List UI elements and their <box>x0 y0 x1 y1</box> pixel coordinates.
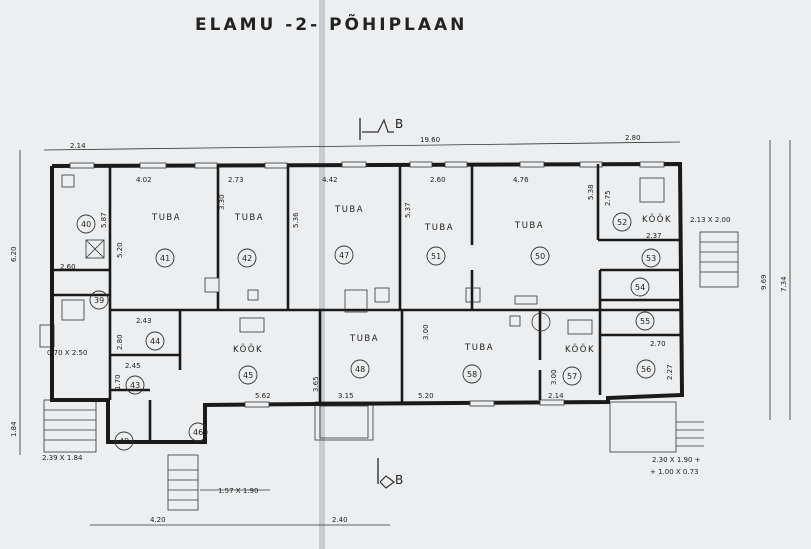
room-number-54: 54 <box>635 283 645 292</box>
room-number-49: 49 <box>119 437 129 446</box>
room-number-42: 42 <box>242 254 252 263</box>
dim-536: 5.36 <box>292 212 300 228</box>
dim-300: 3.00 <box>550 369 558 385</box>
room-number-52: 52 <box>617 218 627 227</box>
dim-stair-left: 2.39 X 1.84 <box>42 454 83 462</box>
dim-left-620: 6.20 <box>10 246 18 262</box>
room-number-46: 46 <box>193 428 203 437</box>
dim-520: 5.20 <box>418 392 434 400</box>
dim-porch-right-1: 2.30 X 1.90 + <box>652 456 701 464</box>
room-number-41: 41 <box>160 254 170 263</box>
dim-243: 2.43 <box>136 317 152 325</box>
room-label-45: KÖÖK <box>233 344 263 355</box>
dim-left-184: 1.84 <box>10 421 18 437</box>
room-label-57: KÖÖK <box>565 344 595 355</box>
section-marker-top: B <box>359 117 403 140</box>
dim-245: 2.45 <box>125 362 141 370</box>
room-number-56: 56 <box>641 365 651 374</box>
stair-right <box>699 231 739 288</box>
room-label-41: TUBA <box>151 213 181 223</box>
dimension-labels: 2.14 19.60 2.80 4.02 2.73 4.42 2.60 4.76… <box>10 134 788 524</box>
dim-587: 5.87 <box>100 212 108 228</box>
fixtures <box>61 174 665 335</box>
dim-right-734: 7.34 <box>780 276 788 292</box>
section-marker-bottom: B <box>377 458 403 489</box>
room-label-50: TUBA <box>514 221 544 231</box>
dim-214: 2.14 <box>548 392 564 400</box>
room-numbers: 40 41 42 47 51 50 52 53 54 55 56 39 44 4… <box>76 212 661 451</box>
room-label-52: KÖÖK <box>642 214 672 225</box>
plan-title: ELAMU -2- PÕHIPLAAN <box>195 12 467 35</box>
room-label-58: TUBA <box>464 343 494 353</box>
section-label-top: B <box>395 117 403 131</box>
dim-260-left: 2.60 <box>60 263 76 271</box>
dim-bottom-420: 4.20 <box>150 516 166 524</box>
dim-237: 2.37 <box>646 232 662 240</box>
dim-170: 1.70 <box>114 374 122 390</box>
dim-top-total: 19.60 <box>420 136 440 144</box>
room-number-51: 51 <box>431 252 441 261</box>
dim-538: 5.38 <box>587 184 595 200</box>
room-number-50: 50 <box>535 252 545 261</box>
dim-right-969: 9.69 <box>760 274 768 290</box>
room-number-57: 57 <box>567 372 577 381</box>
section-label-bottom: B <box>395 473 403 487</box>
room-label-48: TUBA <box>349 334 379 344</box>
dim-402: 4.02 <box>136 176 152 184</box>
dim-top-right: 2.80 <box>625 134 641 142</box>
room-label-51: TUBA <box>424 223 454 233</box>
dim-270: 2.70 <box>650 340 666 348</box>
dimension-lines <box>19 140 791 526</box>
room-number-44: 44 <box>150 337 160 346</box>
dim-537-vertical: 5.37 <box>404 202 412 218</box>
room-number-48: 48 <box>355 365 365 374</box>
room-number-43: 43 <box>130 381 140 390</box>
room-number-47: 47 <box>339 251 349 260</box>
dim-365: 3.65 <box>312 376 320 392</box>
room-label-42: TUBA <box>234 213 264 223</box>
room-labels: TUBA TUBA TUBA TUBA TUBA TUBA TUBA KÖÖK … <box>151 205 672 355</box>
dim-315: 3.15 <box>338 392 354 400</box>
room-number-58: 58 <box>467 370 477 379</box>
dim-280: 2.80 <box>116 334 124 350</box>
dim-bottom-240: 2.40 <box>332 516 348 524</box>
dim-330: 3.30 <box>218 194 226 210</box>
stair-left <box>43 399 97 453</box>
dim-porch-right-2: + 1.00 X 0.73 <box>650 468 699 476</box>
dim-stair-right: 2.13 X 2.00 <box>690 216 730 224</box>
interior-walls <box>52 164 680 442</box>
dim-273: 2.73 <box>228 176 244 184</box>
dim-porch-bottom: 1.57 X 1.90 <box>218 487 258 495</box>
room-number-53: 53 <box>646 254 656 263</box>
room-number-55: 55 <box>640 317 650 326</box>
dim-260-top: 2.60 <box>430 176 446 184</box>
dim-562: 5.62 <box>255 392 271 400</box>
room-number-39: 39 <box>94 296 104 305</box>
stair-bottom <box>167 454 199 511</box>
room-number-45: 45 <box>243 371 253 380</box>
dim-275: 2.75 <box>604 190 612 206</box>
dim-442: 4.42 <box>322 176 338 184</box>
room-label-47: TUBA <box>334 205 364 215</box>
dim-520-vertical: 5.20 <box>116 242 124 258</box>
dim-top-left: 2.14 <box>70 142 86 150</box>
windows <box>69 161 665 408</box>
dim-porch-left: 0.70 X 2.50 <box>47 349 87 357</box>
dim-227: 2.27 <box>666 364 674 380</box>
dim-476: 4.76 <box>513 176 529 184</box>
room-number-40: 40 <box>81 220 91 229</box>
porch-right <box>609 401 704 453</box>
dim-300-vertical: 3.00 <box>422 324 430 340</box>
